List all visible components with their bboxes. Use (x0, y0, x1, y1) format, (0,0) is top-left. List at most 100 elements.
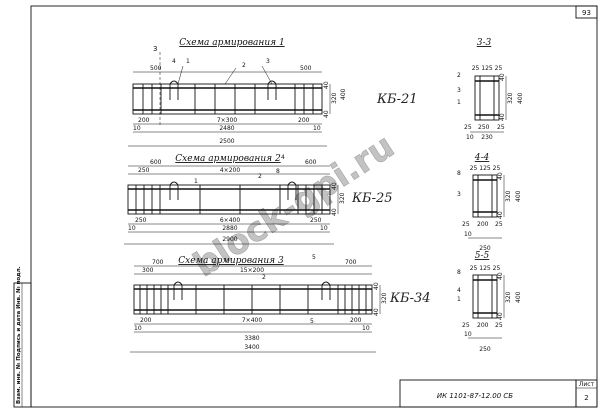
svg-text:4: 4 (172, 58, 176, 65)
svg-text:400: 400 (515, 190, 522, 202)
svg-text:25 125 25: 25 125 25 (472, 65, 503, 72)
svg-text:4: 4 (281, 154, 285, 161)
svg-text:40: 40 (373, 282, 380, 290)
svg-text:700: 700 (152, 259, 164, 266)
svg-text:250: 250 (479, 245, 491, 252)
svg-text:10: 10 (128, 225, 136, 232)
svg-text:320: 320 (505, 291, 512, 303)
svg-text:400: 400 (517, 92, 524, 104)
scheme-1-mark: КБ-21 (376, 92, 418, 107)
scheme-1-lifting-loop-right (267, 80, 277, 100)
stamp-column (13, 282, 32, 408)
svg-text:1: 1 (186, 58, 190, 65)
scheme-2-beam (127, 184, 331, 215)
svg-text:2500: 2500 (219, 138, 234, 145)
svg-text:40: 40 (497, 172, 504, 180)
svg-text:25 125 25: 25 125 25 (470, 265, 501, 272)
svg-text:40: 40 (499, 113, 506, 121)
svg-text:2: 2 (457, 72, 461, 79)
svg-text:2: 2 (258, 173, 262, 180)
svg-text:230: 230 (481, 134, 493, 141)
svg-text:320: 320 (507, 92, 514, 104)
svg-text:10: 10 (362, 325, 370, 332)
svg-text:5: 5 (312, 254, 316, 261)
svg-text:200: 200 (140, 317, 152, 324)
svg-text:2900: 2900 (222, 236, 237, 243)
svg-text:250: 250 (138, 167, 150, 174)
svg-text:3: 3 (457, 87, 461, 94)
scheme-2: Схема армирования 2 600 600 250 4×200 1 … (124, 154, 393, 245)
svg-text:40: 40 (497, 312, 504, 320)
svg-text:25: 25 (464, 124, 472, 131)
svg-text:600: 600 (305, 159, 317, 166)
svg-text:40: 40 (331, 208, 338, 216)
svg-text:320: 320 (339, 192, 346, 204)
svg-text:250: 250 (135, 217, 147, 224)
scheme-3-title: Схема армирования 3 (178, 256, 284, 266)
section-5-5: 5-5 25 125 25 8 4 1 40 320 40 400 25 200… (457, 251, 522, 353)
svg-text:25: 25 (497, 124, 505, 131)
sheet-number: 2 (584, 394, 588, 402)
svg-text:4: 4 (457, 287, 461, 294)
svg-text:400: 400 (515, 291, 522, 303)
section-3-3-label: 3-3 (477, 38, 492, 48)
svg-text:7×400: 7×400 (242, 317, 262, 324)
section-3-3: 3-3 25 125 25 2 3 1 40 320 40 400 25 250… (457, 38, 524, 141)
svg-text:1: 1 (194, 178, 198, 185)
svg-text:40: 40 (499, 73, 506, 81)
svg-text:250: 250 (310, 217, 322, 224)
svg-text:10: 10 (134, 325, 142, 332)
svg-text:5: 5 (310, 318, 314, 325)
section-4-4: 4-4 25 125 25 8 3 40 320 40 400 25 200 2… (457, 153, 522, 252)
page-number: 93 (582, 9, 591, 17)
svg-text:40: 40 (497, 272, 504, 280)
page-number-box (575, 5, 598, 19)
svg-text:2: 2 (262, 274, 266, 281)
svg-text:10: 10 (320, 225, 328, 232)
svg-text:40: 40 (373, 308, 380, 316)
scheme-1-beam (132, 83, 323, 115)
stamp-text: Взам. инв. № Подпись и дата Инв. № подл. (15, 266, 22, 404)
scheme-3: Схема армирования 3 700 700 300 15×200 5… (130, 254, 431, 353)
svg-text:200: 200 (350, 317, 362, 324)
svg-text:200: 200 (298, 117, 310, 124)
scheme-3-beam (133, 284, 373, 315)
section-4-4-label: 4-4 (474, 153, 490, 163)
sheet-label: Лист (579, 381, 595, 388)
document-code: ИК 1101-87-12.00 СБ (437, 392, 513, 400)
svg-text:250: 250 (479, 346, 491, 353)
svg-text:3: 3 (457, 191, 461, 198)
svg-text:8: 8 (457, 170, 461, 177)
svg-text:200: 200 (138, 117, 150, 124)
svg-text:600: 600 (150, 159, 162, 166)
svg-text:320: 320 (331, 92, 338, 104)
svg-text:2480: 2480 (219, 125, 234, 132)
svg-text:40: 40 (323, 110, 330, 118)
svg-text:10: 10 (466, 134, 474, 141)
svg-text:3: 3 (266, 58, 270, 65)
svg-text:200: 200 (477, 221, 489, 228)
svg-text:40: 40 (497, 211, 504, 219)
svg-text:25 125 25: 25 125 25 (470, 165, 501, 172)
svg-text:8: 8 (276, 168, 280, 175)
svg-text:25: 25 (495, 322, 503, 329)
svg-text:320: 320 (381, 292, 388, 304)
scheme-1-title: Схема армирования 1 (179, 38, 284, 48)
svg-text:25: 25 (462, 322, 470, 329)
svg-text:1: 1 (457, 296, 461, 303)
sheet-cell (575, 379, 598, 408)
svg-text:10: 10 (313, 125, 321, 132)
svg-text:300: 300 (142, 267, 154, 274)
section-5-5-label: 5-5 (475, 251, 490, 261)
svg-text:250: 250 (478, 124, 490, 131)
svg-text:500: 500 (300, 65, 312, 72)
svg-text:500: 500 (150, 65, 162, 72)
svg-text:15×200: 15×200 (240, 267, 264, 274)
svg-text:25: 25 (462, 221, 470, 228)
svg-text:40: 40 (323, 81, 330, 89)
scheme-1-section-mark: 3 (153, 45, 157, 53)
scheme-2-title: Схема армирования 2 (175, 154, 281, 164)
svg-text:8: 8 (457, 269, 461, 276)
